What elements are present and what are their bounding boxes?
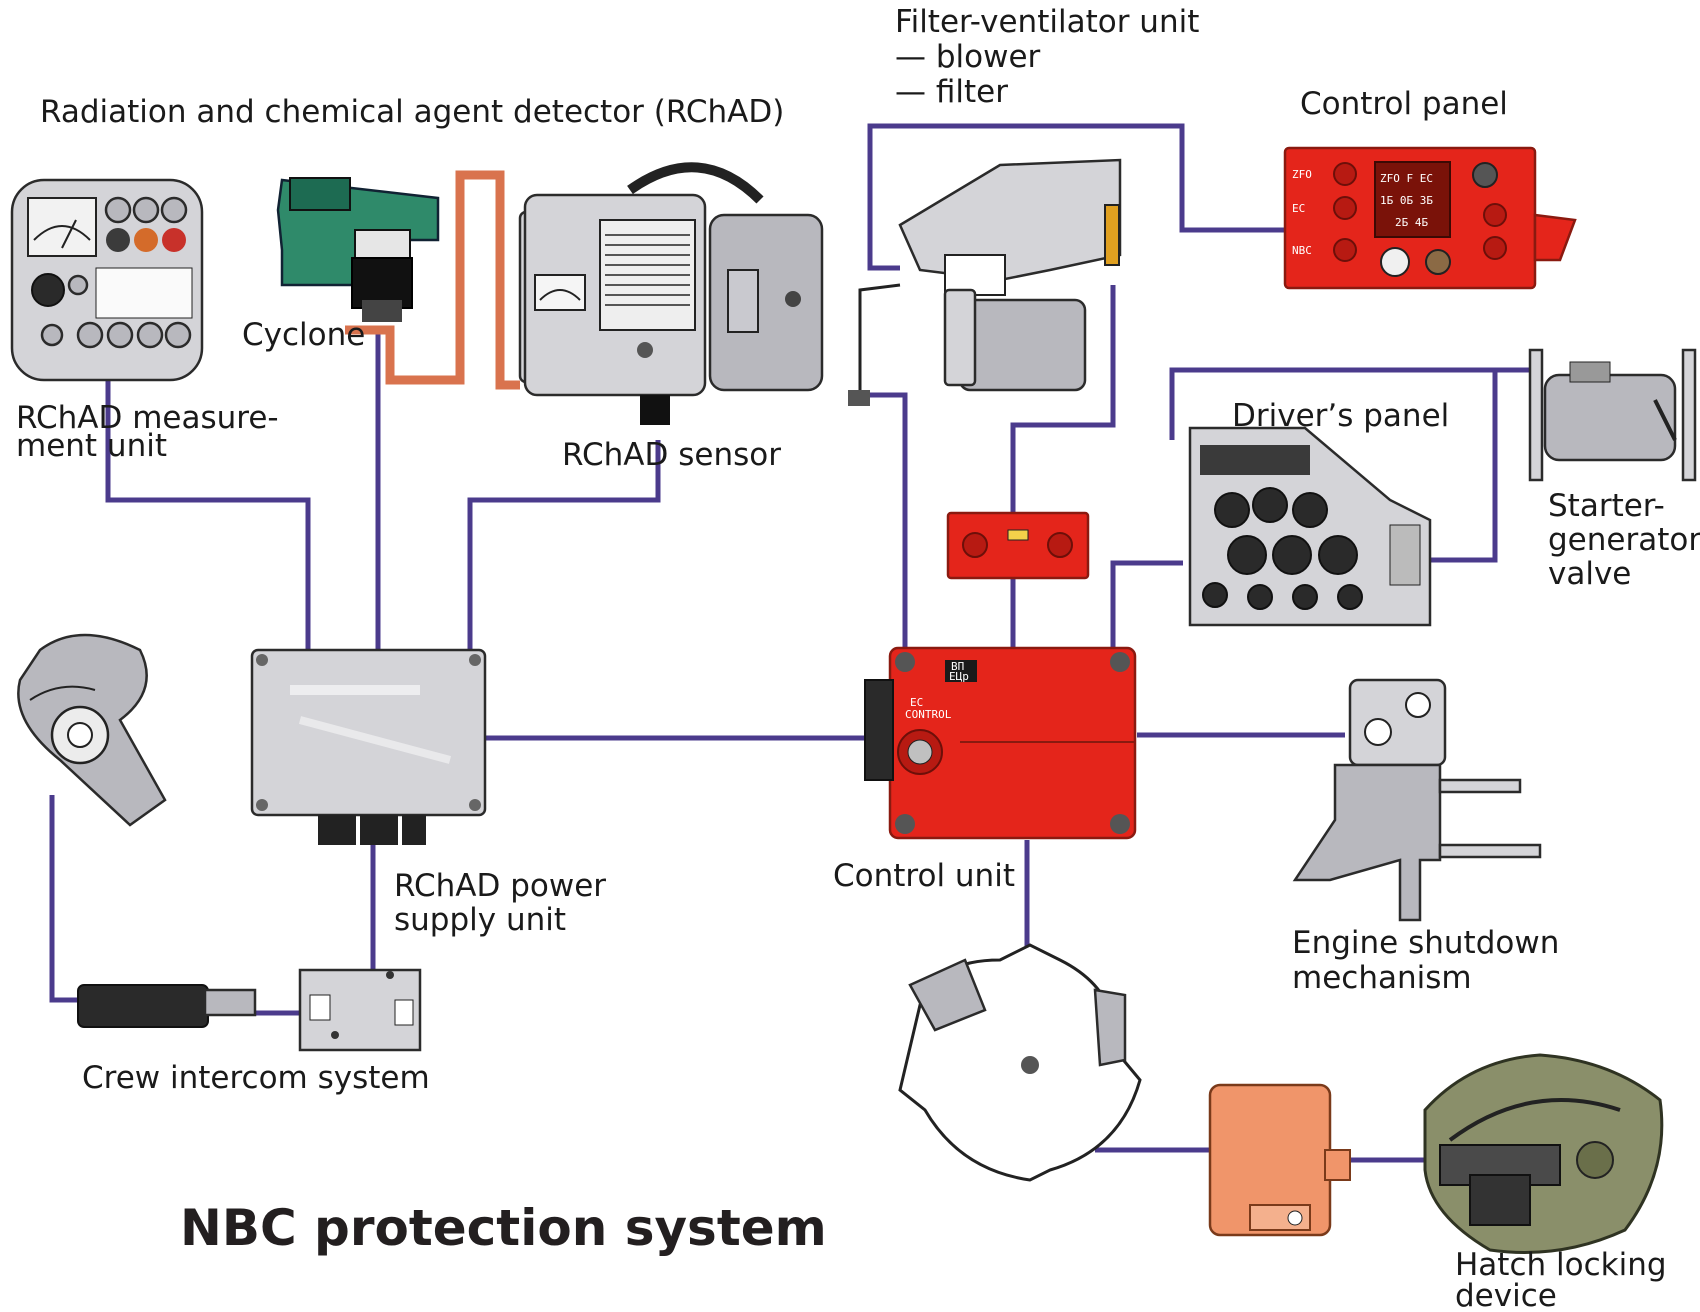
engine-shutdown-mechanism-device — [1292, 678, 1542, 922]
label-control-unit: Control unit — [833, 858, 1015, 894]
labels: Radiation and chemical agent detector (R… — [16, 4, 1700, 1312]
wire-filter-to-control-unit — [855, 392, 908, 650]
label-control-panel: Control panel — [1300, 86, 1508, 122]
wire-engine-left-to-intercom — [49, 795, 78, 1003]
label-hatch-2: device — [1455, 1278, 1557, 1312]
label-rchad-sensor: RChAD sensor — [562, 437, 781, 473]
label-blower: — blower — [895, 39, 1041, 75]
label-starter-2: generator — [1548, 522, 1700, 558]
wire-driver-to-starter — [1169, 367, 1530, 440]
label-power-supply-2: supply unit — [394, 902, 566, 938]
engine-shutdown-part-left — [17, 633, 167, 827]
relay-device — [1208, 1083, 1351, 1237]
label-engine-2: mechanism — [1292, 960, 1472, 996]
label-intercom: Crew intercom system — [82, 1060, 430, 1096]
wire-filter-to-control-panel — [867, 123, 1285, 271]
rchad-power-supply-unit — [250, 648, 487, 845]
filter-ventilator-unit — [848, 158, 1122, 406]
wire-driver-to-starter-2 — [1415, 370, 1498, 563]
red-control-box — [946, 511, 1090, 580]
label-measurement-unit-2: ment unit — [16, 428, 167, 464]
label-starter-3: valve — [1548, 556, 1631, 592]
label-filter: — filter — [895, 74, 1008, 110]
wire-driver-to-control-unit — [1110, 560, 1183, 650]
rchad-measurement-unit — [10, 178, 204, 382]
cp-display-row-1: ΖFO F ЕС — [1380, 172, 1433, 185]
control-unit-device: ВП ЕЦр ЕС CONTROL — [864, 646, 1137, 840]
cp-display-row-2: 1Б 0Б 3Б — [1380, 194, 1433, 207]
label-engine-1: Engine shutdown — [1292, 925, 1559, 961]
cu-label-2: CONTROL — [905, 708, 952, 721]
wire-sensor-to-psu — [467, 440, 661, 650]
label-measurement-unit-1: RChAD measure- — [16, 400, 279, 436]
wire-measurement-to-psu — [105, 380, 311, 650]
label-power-supply-1: RChAD power — [394, 868, 606, 904]
cu-tag-2: ЕЦр — [949, 670, 969, 683]
cp-display-row-3: 2Б 4Б — [1395, 216, 1428, 229]
label-hatch-1: Hatch locking — [1455, 1247, 1667, 1283]
cp-left-marking-1: ΖFO — [1292, 168, 1312, 181]
label-starter-1: Starter- — [1548, 488, 1665, 524]
label-filter-ventilator-unit: Filter-ventilator unit — [895, 4, 1199, 40]
cyclone — [276, 170, 520, 390]
diagram-title: NBC protection system — [180, 1199, 827, 1257]
fan-wheel-device — [898, 943, 1142, 1182]
cu-label-1: ЕС — [910, 696, 923, 709]
control-panel-device: ΖFO ЕС NBC ΖFO F ЕС 1Б 0Б 3Б 2Б 4Б — [1283, 146, 1577, 290]
label-drivers-panel: Driver’s panel — [1232, 398, 1449, 434]
crew-intercom-system — [77, 968, 422, 1052]
cp-left-marking-3: NBC — [1292, 244, 1312, 257]
starter-generator-valve-device — [1528, 348, 1697, 482]
drivers-panel-device — [1188, 426, 1432, 627]
label-cyclone: Cyclone — [242, 317, 365, 353]
rchad-sensor — [518, 162, 824, 425]
hatch-locking-device — [1423, 1053, 1664, 1254]
wires — [49, 123, 1530, 1163]
cp-left-marking-2: ЕС — [1292, 202, 1305, 215]
cu-tag-1: ВП — [951, 660, 964, 673]
label-rchad: Radiation and chemical agent detector (R… — [40, 94, 784, 130]
